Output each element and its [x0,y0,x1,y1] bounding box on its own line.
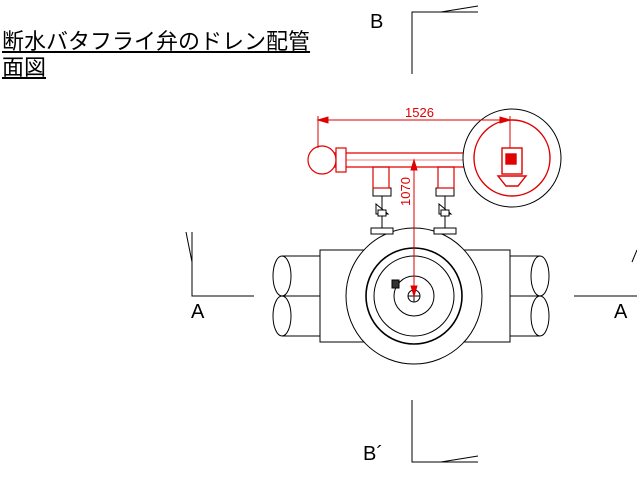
section-marker-b-top [411,5,479,74]
dimension-vertical [410,158,418,298]
section-label-b-top: B [370,11,383,33]
section-marker-a-right [574,249,637,297]
dimension-vertical-label: 1070 [398,177,413,206]
air-valve [496,147,528,187]
dimension-horizontal-label: 1526 [405,105,434,120]
section-label-b-bottom: B´ [363,443,383,465]
dimension-horizontal [316,116,512,148]
drain-valve-drops [370,187,457,235]
drawing-title: 断水バタフライ弁のドレン配管 面図 [2,30,311,81]
section-label-a-right: A [614,301,628,323]
section-marker-b-bottom [411,400,479,463]
section-marker-a-left [185,231,254,297]
section-label-a-left: A [191,301,205,323]
